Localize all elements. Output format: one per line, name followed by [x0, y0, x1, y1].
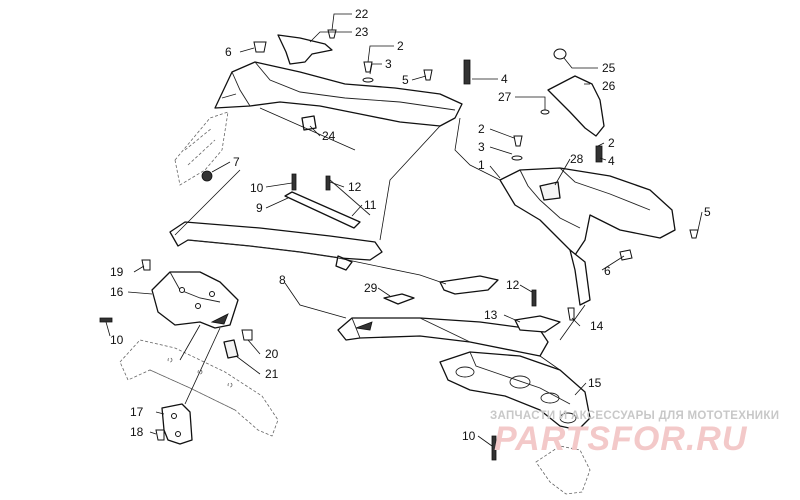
callout-21: 21 [265, 367, 279, 381]
callout-10: 10 [462, 429, 476, 443]
part-28-latch [539, 181, 561, 201]
callout-labels: 22 23 6 2 3 5 4 25 26 27 24 7 2 3 1 28 2… [110, 7, 711, 443]
callout-28: 28 [570, 152, 584, 166]
hardware [99, 29, 699, 461]
watermark: ЗАПЧАСТИ И АКСЕССУАРЫ ДЛЯ МОТОТЕХНИКИ PA… [490, 410, 779, 458]
right-upper-panel [499, 167, 676, 306]
callout-26: 26 [602, 79, 616, 93]
part-26-panel [547, 75, 605, 137]
connector-bracket [439, 275, 499, 295]
callout-11: 11 [364, 198, 377, 212]
leader-lines [105, 13, 703, 447]
callout-3: 3 [478, 140, 485, 154]
callout-22: 22 [355, 7, 369, 21]
callout-23: 23 [355, 25, 369, 39]
callout-13: 13 [484, 308, 498, 322]
part-29-pad [383, 293, 415, 305]
frame-section-right [535, 445, 591, 495]
watermark-logo: PARTSFOR.RU [494, 420, 748, 458]
part-12-bracket [514, 315, 561, 333]
callout-2: 2 [478, 122, 485, 136]
part-17-plate [161, 403, 193, 445]
callout-18: 18 [130, 425, 144, 439]
callout-8: 8 [279, 273, 286, 287]
callout-12: 12 [506, 278, 520, 292]
callout-9: 9 [256, 201, 263, 215]
callout-17: 17 [130, 405, 144, 419]
part-24-clip [301, 115, 317, 131]
callout-6: 6 [225, 45, 232, 59]
part-21-clip [223, 339, 239, 359]
callout-10: 10 [250, 181, 264, 195]
part-23-clip [277, 34, 333, 65]
callout-2: 2 [397, 39, 404, 53]
left-upper-panel [214, 61, 463, 127]
lower-right-bracket [439, 351, 591, 431]
callout-3: 3 [385, 57, 392, 71]
callout-24: 24 [322, 129, 336, 143]
part-9-rod [284, 191, 361, 229]
callout-1: 1 [478, 158, 485, 172]
upper-rail [169, 221, 383, 271]
frame-section-left [174, 111, 229, 186]
callout-16: 16 [110, 285, 124, 299]
callout-10: 10 [110, 333, 124, 347]
callout-5: 5 [704, 205, 711, 219]
callout-19: 19 [110, 265, 124, 279]
callout-4: 4 [608, 154, 615, 168]
callout-2: 2 [608, 136, 615, 150]
callout-7: 7 [233, 155, 240, 169]
callout-25: 25 [602, 61, 616, 75]
callout-20: 20 [265, 347, 279, 361]
callout-29: 29 [364, 281, 378, 295]
callout-5: 5 [402, 73, 409, 87]
callout-12: 12 [348, 180, 362, 194]
callout-15: 15 [588, 376, 602, 390]
lower-rail [337, 317, 549, 357]
watermark-tagline: ЗАПЧАСТИ И АКСЕССУАРЫ ДЛЯ МОТОТЕХНИКИ [490, 410, 779, 422]
callout-6: 6 [604, 264, 611, 278]
callout-4: 4 [501, 72, 508, 86]
callout-14: 14 [590, 319, 604, 333]
chassis-left [119, 339, 279, 437]
left-mount [151, 271, 239, 329]
callout-27: 27 [498, 90, 512, 104]
